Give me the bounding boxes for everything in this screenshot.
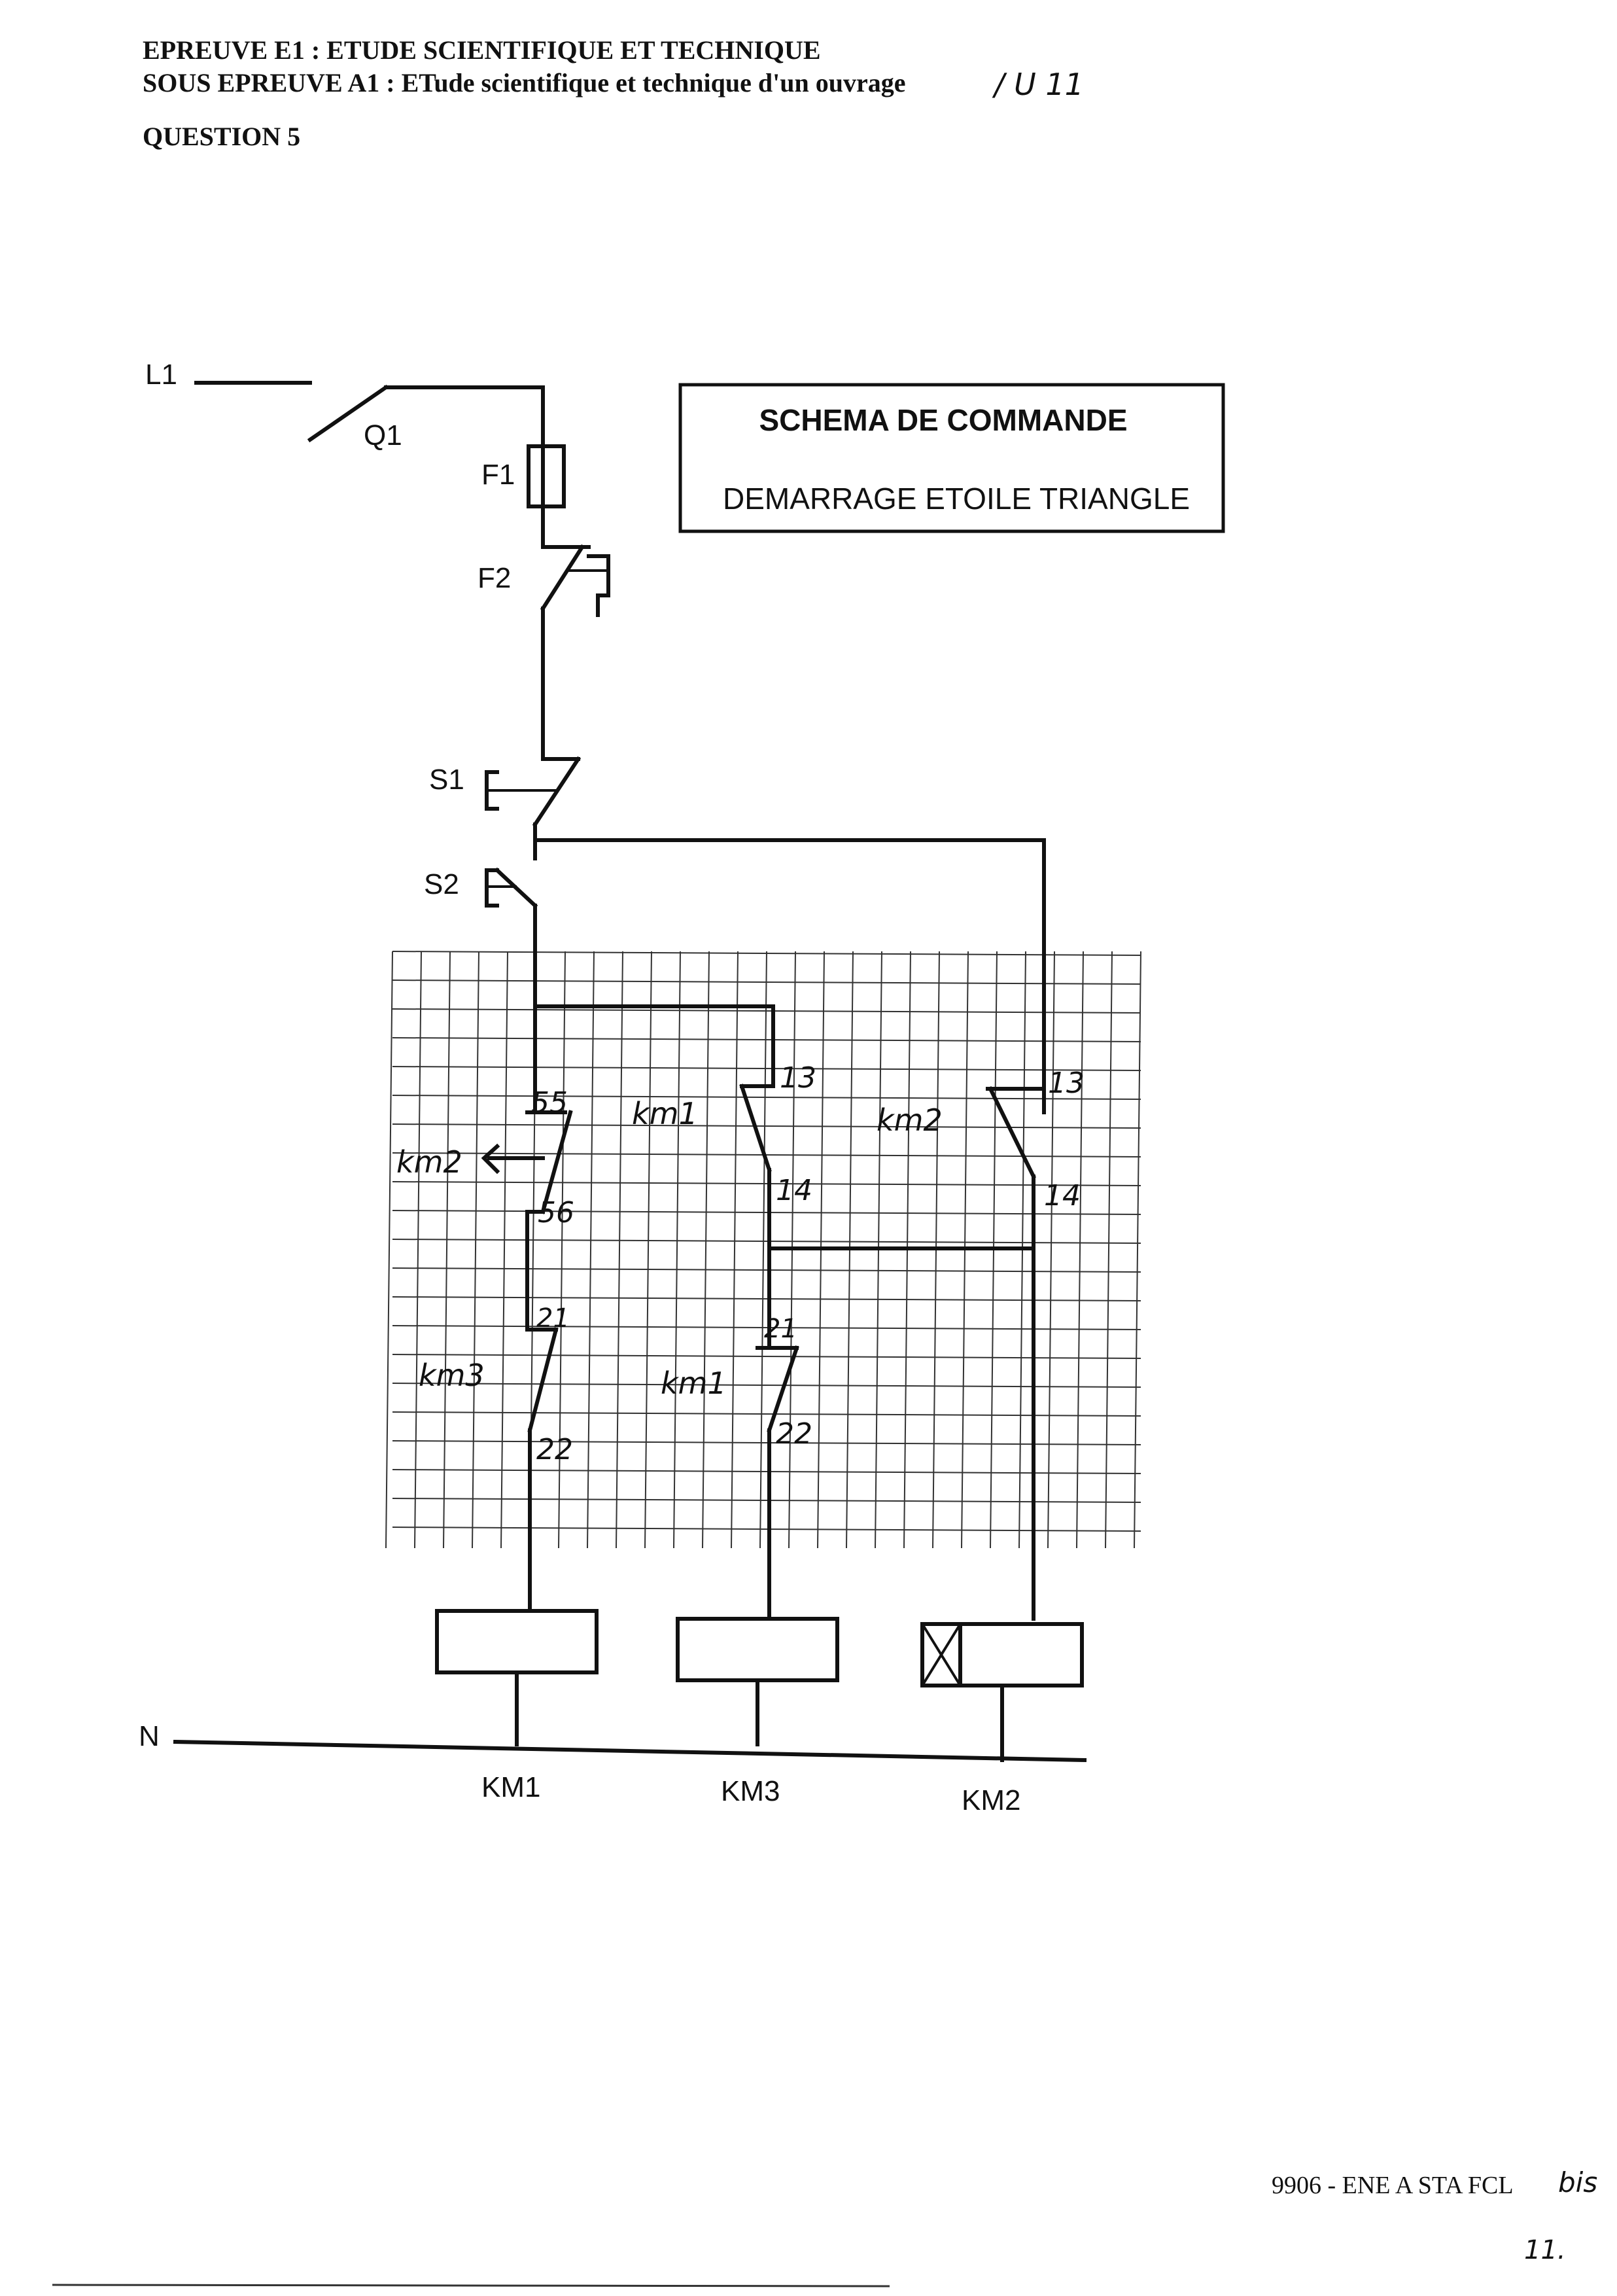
footer-code-handwritten: bis — [1558, 2166, 1597, 2199]
km2-14: 14 — [1044, 1179, 1081, 1212]
grid-horizontal-line — [392, 1239, 1141, 1244]
title-box-subtitle: DEMARRAGE ETOILE TRIANGLE — [723, 482, 1190, 516]
grid-vertical-line — [558, 951, 566, 1549]
grid-horizontal-line — [392, 1181, 1141, 1186]
question-label: QUESTION 5 — [143, 122, 300, 151]
f2-thermal-contact — [540, 544, 610, 617]
grid-vertical-line — [731, 951, 739, 1549]
grid-vertical-line — [1047, 951, 1055, 1549]
grid-vertical-line — [500, 951, 508, 1549]
grid-horizontal-line — [392, 1296, 1141, 1301]
f1-fuse — [527, 444, 566, 508]
title-box: SCHEMA DE COMMANDE DEMARRAGE ETOILE TRIA… — [678, 383, 1225, 533]
grid-horizontal-line — [392, 1037, 1141, 1042]
grid-horizontal-line — [392, 1123, 1141, 1129]
grid-horizontal-line — [392, 1527, 1141, 1532]
km2-13: 13 — [1048, 1067, 1085, 1100]
grid-vertical-line — [1134, 951, 1141, 1549]
km1-13: 13 — [780, 1061, 816, 1095]
km3-21: 21 — [536, 1303, 570, 1333]
grid-vertical-line — [759, 951, 767, 1549]
grid-vertical-line — [587, 951, 595, 1549]
q1-label: Q1 — [364, 419, 402, 451]
grid-vertical-line — [472, 951, 479, 1549]
grid-vertical-line — [1076, 951, 1084, 1549]
f2-label: F2 — [478, 562, 511, 594]
km3-coil-label: KM3 — [721, 1775, 780, 1807]
footer-rule — [52, 2284, 890, 2287]
f1-label: F1 — [481, 459, 515, 491]
neutral-wire — [173, 1739, 1087, 1763]
l1-label: L1 — [145, 359, 177, 391]
grid-horizontal-line — [392, 1440, 1141, 1445]
km1-14: 14 — [776, 1174, 812, 1207]
km2-timed-label: km2 — [396, 1144, 462, 1180]
km3-nc-contact — [525, 1327, 559, 1433]
grid-horizontal-line — [392, 1008, 1141, 1014]
km3-nc-label: km3 — [419, 1358, 485, 1393]
km2-coil-timed — [920, 1622, 1084, 1762]
grid-horizontal-line — [392, 980, 1141, 985]
grid-horizontal-line — [392, 1411, 1141, 1417]
header-line2-handwritten: / U 11 — [992, 67, 1084, 102]
grid-vertical-line — [702, 951, 710, 1549]
km1-no-contact — [739, 1084, 775, 1250]
km3-coil — [676, 1617, 839, 1746]
grid-horizontal-line — [392, 1210, 1141, 1215]
grid-vertical-line — [616, 951, 623, 1549]
s1-stop-button — [485, 756, 582, 828]
grid-horizontal-line — [392, 1498, 1141, 1503]
grid-vertical-line — [443, 951, 451, 1549]
grid-vertical-line — [414, 951, 422, 1549]
grid-horizontal-line — [392, 1152, 1141, 1157]
km1-coil — [435, 1609, 599, 1746]
grid-horizontal-line — [392, 1095, 1141, 1100]
km1-21: 21 — [764, 1314, 797, 1344]
km1-coil-label: KM1 — [481, 1771, 540, 1803]
km2-contact-label: km2 — [877, 1103, 943, 1138]
s2-label: S2 — [424, 868, 459, 900]
km2-coil-label: KM2 — [962, 1784, 1020, 1816]
km1-nc-contact — [756, 1345, 799, 1433]
q1-switch-blade — [307, 384, 389, 443]
km1-contact-label: km1 — [632, 1096, 698, 1131]
header-line1: EPREUVE E1 : ETUDE SCIENTIFIQUE ET TECHN… — [143, 35, 821, 65]
grid-vertical-line — [385, 951, 393, 1549]
grid-horizontal-line — [392, 951, 1141, 956]
grid-horizontal-line — [392, 1383, 1141, 1388]
grid-horizontal-line — [392, 1066, 1141, 1071]
grid-vertical-line — [673, 951, 681, 1549]
title-box-title: SCHEMA DE COMMANDE — [759, 403, 1127, 437]
grid-horizontal-line — [392, 1267, 1141, 1273]
footer-page-handwritten: 11. — [1524, 2235, 1566, 2265]
grid-vertical-line — [1105, 951, 1113, 1549]
grid-horizontal-line — [392, 1469, 1141, 1474]
grid-horizontal-line — [392, 1325, 1141, 1330]
km1-nc-label: km1 — [661, 1366, 727, 1401]
grid-vertical-line — [644, 951, 652, 1549]
km2-timed-contact — [481, 1110, 573, 1214]
km2-no-contact — [986, 1086, 1046, 1250]
km2-timed-55: 55 — [531, 1086, 568, 1120]
footer-code: 9906 - ENE A STA FCL — [1272, 2172, 1514, 2199]
n-label: N — [139, 1720, 160, 1752]
km3-22: 22 — [536, 1433, 573, 1466]
grid-horizontal-line — [392, 1354, 1141, 1359]
s1-label: S1 — [429, 764, 464, 796]
km1-22: 22 — [776, 1417, 812, 1451]
header-line2: SOUS EPREUVE A1 : ETude scientifique et … — [143, 68, 905, 97]
s2-start-button — [485, 838, 538, 909]
